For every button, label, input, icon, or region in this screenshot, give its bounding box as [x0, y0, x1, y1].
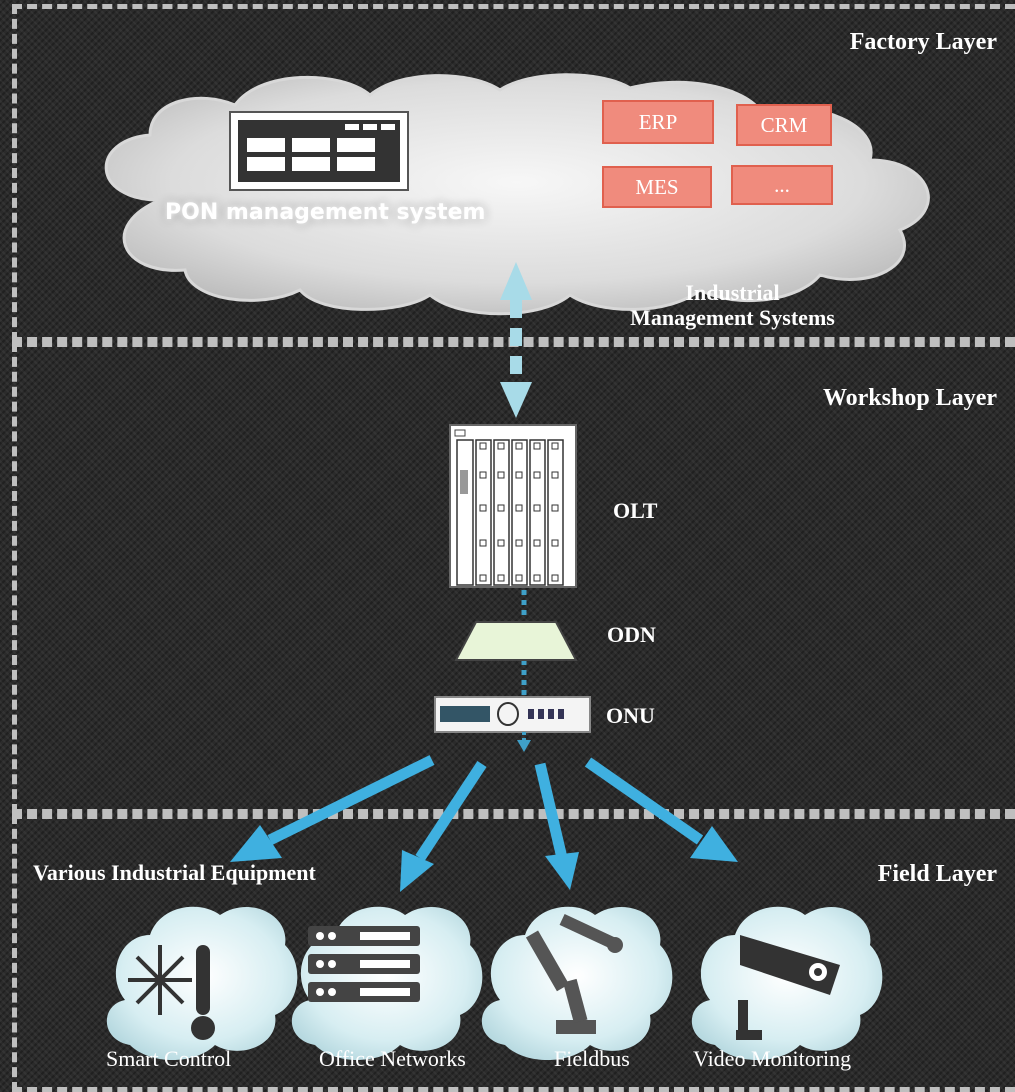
caption-office-networks: Office Networks: [319, 1046, 466, 1071]
field-cloud-fieldbus: [481, 906, 673, 1060]
caption-smart-control: Smart Control: [106, 1046, 232, 1071]
arrow-fieldbus: [534, 762, 568, 860]
equipment-label: Various Industrial Equipment: [33, 860, 316, 885]
system-box-more: ...: [731, 165, 833, 205]
field-cloud-smart-control: [106, 906, 298, 1060]
system-box-crm: CRM: [736, 104, 832, 146]
onu-label: ONU: [606, 703, 655, 728]
caption-video-monitoring: Video Monitoring: [693, 1046, 852, 1071]
olt-label: OLT: [613, 498, 658, 523]
arrowhead-office-networks: [400, 850, 434, 892]
system-box-erp: ERP: [602, 100, 714, 144]
caption-fieldbus: Fieldbus: [554, 1046, 630, 1071]
onu-device: [434, 696, 591, 733]
ims-label: Industrial Management Systems: [610, 280, 855, 330]
factory-layer-title: Factory Layer: [849, 29, 997, 55]
ims-label-line2: Management Systems: [630, 305, 835, 330]
distribution-arrows: [267, 755, 704, 862]
arrow-office-networks: [415, 760, 487, 862]
arrow-video-monitoring: [584, 757, 704, 845]
arrowhead-smart-control: [230, 825, 282, 862]
arrowhead-fieldbus: [545, 852, 579, 890]
arrow-smart-control: [267, 755, 435, 845]
cloud-olt-link-arrow: [500, 262, 532, 418]
workshop-layer-title: Workshop Layer: [822, 385, 997, 411]
pon-management-icon: [229, 111, 409, 191]
odn-device: [454, 621, 578, 661]
olt-device: [449, 424, 577, 588]
field-layer-title: Field Layer: [877, 861, 997, 887]
arrowhead-video-monitoring: [690, 826, 738, 862]
ims-label-line1: Industrial: [685, 280, 780, 305]
field-cloud-office-networks: [291, 906, 483, 1060]
odn-label: ODN: [607, 622, 656, 647]
field-cloud-video-monitoring: [691, 906, 883, 1060]
field-layer: Field Layer: [12, 814, 1015, 1092]
system-box-mes: MES: [602, 166, 712, 208]
pon-management-label: PON management system: [165, 200, 486, 225]
onu-down-arrow: [517, 740, 531, 752]
